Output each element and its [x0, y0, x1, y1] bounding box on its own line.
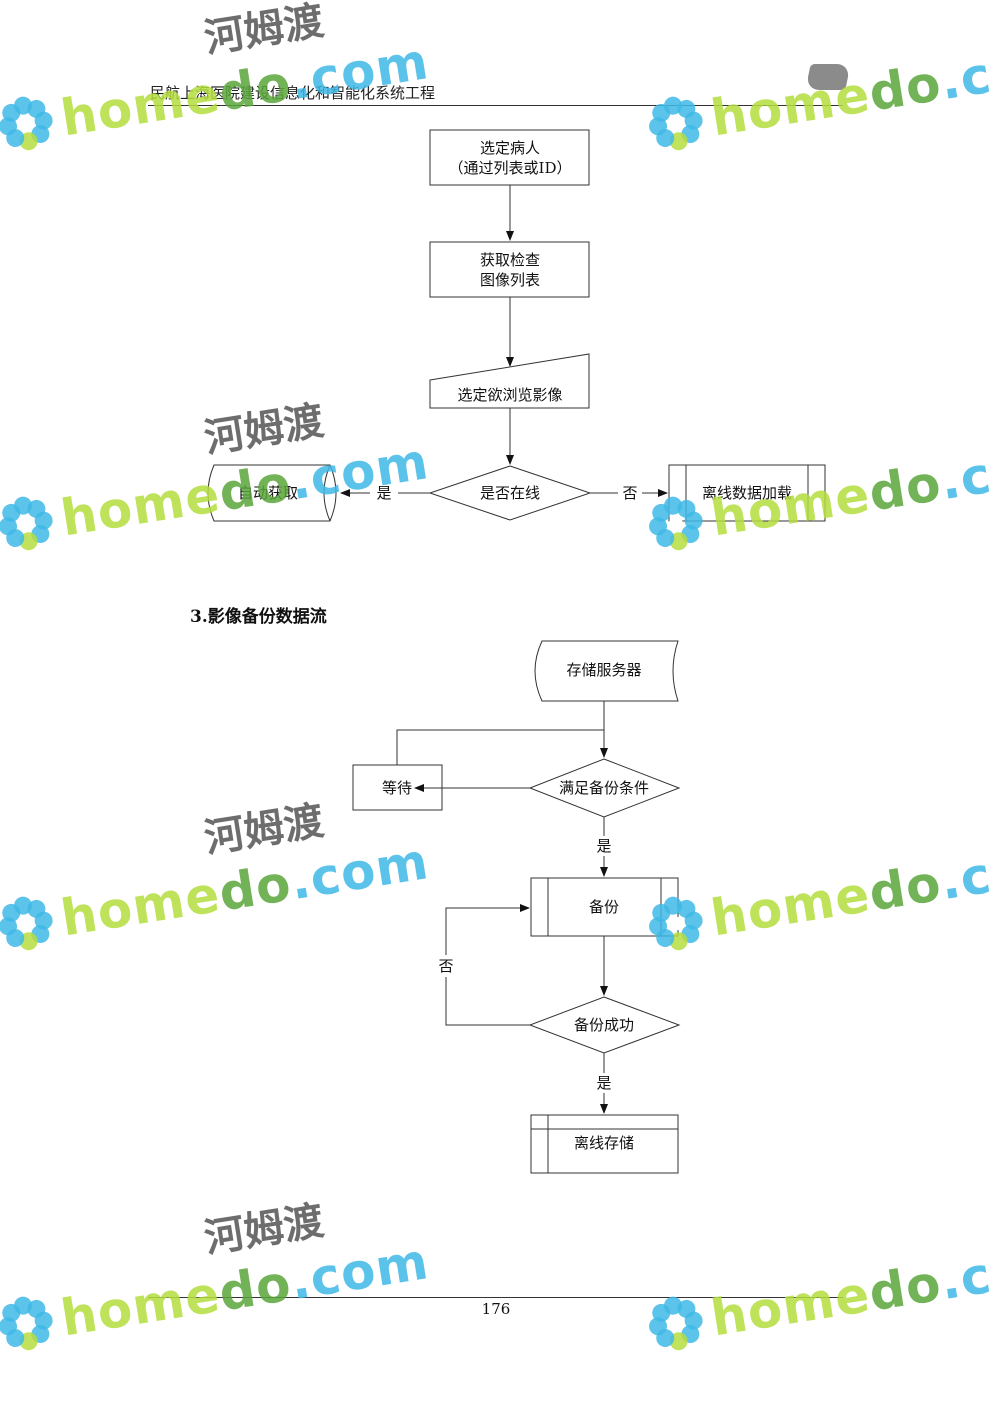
offline-data-load-process-box	[668, 464, 826, 522]
get-image-list-label-2: 图像列表	[480, 271, 540, 289]
get-image-list-label-1: 获取检查	[480, 251, 540, 269]
no-label: 否	[438, 957, 453, 975]
no-label: 否	[622, 484, 637, 502]
wait-label: 等待	[382, 779, 412, 797]
select-image-label: 选定欲浏览影像	[457, 386, 562, 404]
footer-divider	[148, 1297, 843, 1298]
select-image-manual-input-shape	[429, 353, 590, 409]
select-patient-label-1: 选定病人	[480, 139, 540, 157]
offline-storage-label: 离线存储	[574, 1134, 634, 1152]
storage-server-shape	[534, 640, 679, 702]
is-online-decision-diamond	[428, 465, 592, 521]
offline-storage-box	[530, 1114, 679, 1174]
yes-label: 是	[376, 484, 391, 502]
storage-server-label: 存储服务器	[566, 661, 641, 679]
header-divider	[148, 105, 843, 106]
page-number: 176	[481, 1300, 511, 1318]
auto-fetch-storage-shape	[207, 464, 337, 522]
backup-condition-label: 满足备份条件	[559, 779, 649, 797]
offline-data-load-label: 离线数据加载	[702, 484, 792, 502]
auto-fetch-label: 自动获取	[238, 484, 298, 502]
section-title: 3.影像备份数据流	[190, 607, 327, 627]
backup-success-label: 备份成功	[574, 1016, 634, 1034]
yes-label: 是	[596, 1074, 611, 1092]
is-online-label: 是否在线	[480, 484, 540, 502]
header-title: 民航上海医院建设信息化和智能化系统工程	[150, 84, 436, 102]
wait-loop-line	[396, 729, 604, 765]
retry-loop-line	[445, 904, 530, 955]
select-patient-label-2: （通过列表或ID）	[449, 159, 572, 177]
retry-loop-line	[445, 977, 530, 1026]
backup-label: 备份	[589, 898, 619, 916]
yes-label: 是	[596, 837, 611, 855]
